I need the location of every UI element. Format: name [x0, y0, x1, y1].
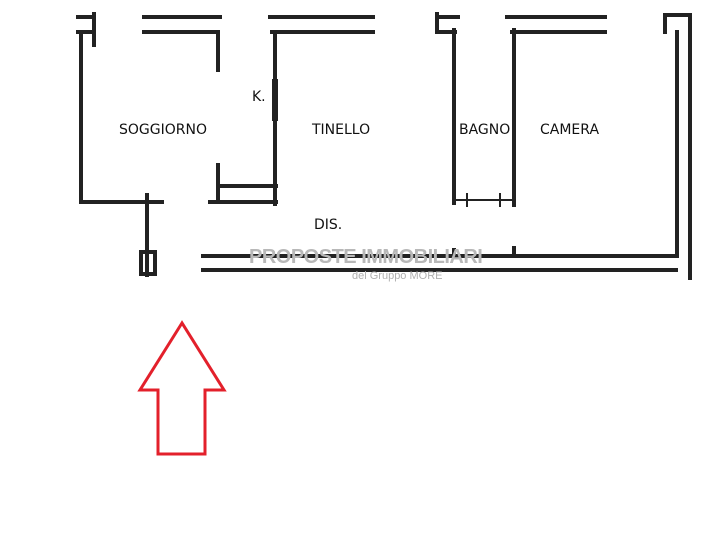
room-label-soggiorno: SOGGIORNO [119, 122, 207, 138]
wall [142, 15, 222, 72]
column [139, 250, 157, 276]
room-label-tinello: TINELLO [312, 122, 371, 138]
room-label-camera: CAMERA [540, 122, 600, 138]
room-label-bagno: BAGNO [459, 122, 511, 138]
watermark-subtitle: del Gruppo MORE [352, 270, 443, 282]
bagno-door-line [454, 193, 514, 207]
wall [201, 30, 679, 258]
wall [663, 13, 692, 280]
wall [79, 30, 164, 204]
wall [452, 246, 516, 258]
room-label-disimpegno: DIS. [314, 217, 343, 233]
wall [505, 15, 607, 34]
watermark-title: PROPOSTE IMMOBILIARI [249, 246, 483, 268]
wall [268, 15, 375, 34]
room-label-kitchen: K. [252, 89, 266, 105]
entrance-arrow-icon [137, 320, 227, 456]
